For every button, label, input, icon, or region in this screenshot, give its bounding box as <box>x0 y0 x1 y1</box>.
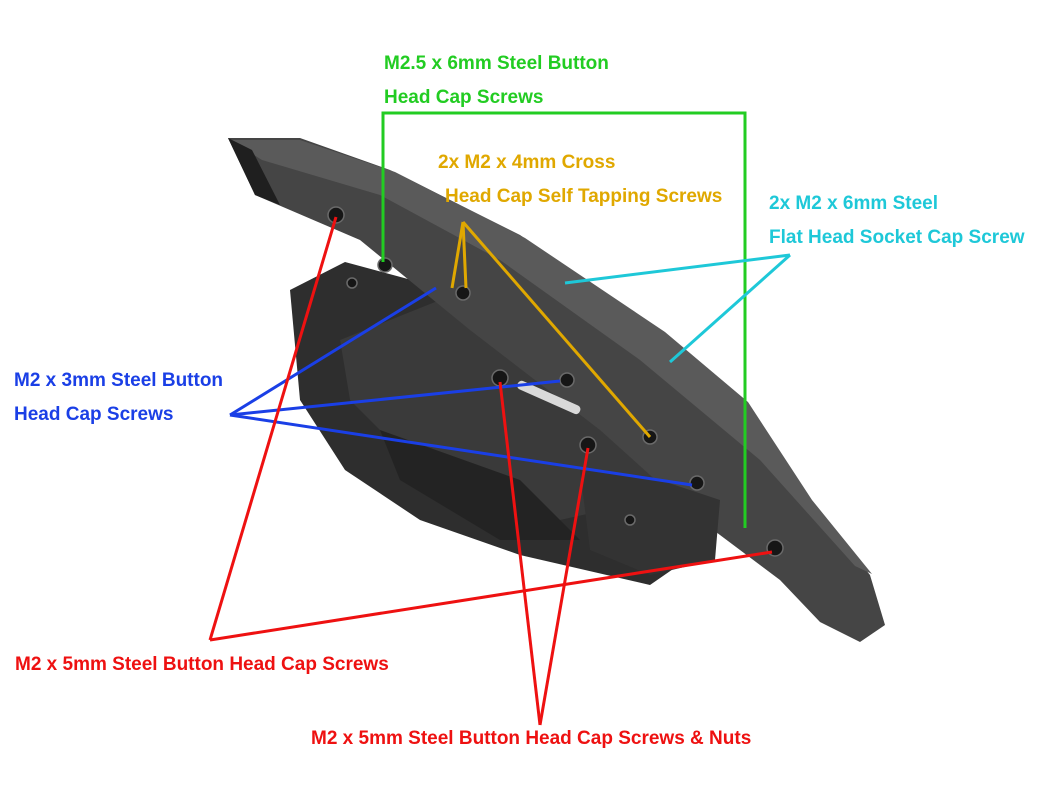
callout-cyan-line2: Flat Head Socket Cap Screw <box>769 227 1025 248</box>
callout-blue-line1: M2 x 3mm Steel Button <box>14 370 224 391</box>
screw-red-1 <box>327 206 345 224</box>
leader-gold <box>450 221 652 438</box>
red-line-2 <box>209 550 773 642</box>
callout-cyan-line1: 2x M2 x 6mm Steel <box>769 193 938 214</box>
red-line-1 <box>208 216 338 641</box>
leader-green <box>381 111 747 528</box>
callout-gold-line2: Head Cap Self Tapping Screws <box>445 186 723 207</box>
mount-plate-shadow <box>380 430 580 540</box>
cyan-line-1 <box>564 253 791 285</box>
callout-red-bottom-label: M2 x 5mm Steel Button Head Cap Screws & … <box>311 722 751 756</box>
callout-green-label: M2.5 x 6mm Steel Button Head Cap Screws <box>384 47 609 115</box>
screw-blue-2 <box>689 475 705 491</box>
gold-line-2 <box>461 221 468 289</box>
blue-line-1 <box>229 286 437 417</box>
screw-green-1 <box>377 257 393 273</box>
side-bracket <box>580 470 720 575</box>
gold-line-1 <box>450 221 465 289</box>
callout-green-line2: Head Cap Screws <box>384 87 544 108</box>
bumper-part <box>228 138 885 642</box>
screw-misc-2 <box>624 514 636 526</box>
red-line-4 <box>538 447 590 726</box>
mount-slot <box>517 380 581 415</box>
callout-cyan-label: 2x M2 x 6mm Steel Flat Head Socket Cap S… <box>769 187 1025 255</box>
blue-line-2 <box>229 379 561 417</box>
callout-blue-label: M2 x 3mm Steel Button Head Cap Screws <box>14 364 223 432</box>
blue-line-3 <box>229 413 693 487</box>
callout-gold-line1: 2x M2 x 4mm Cross <box>438 152 616 173</box>
bumper-end-cap <box>228 138 280 205</box>
callout-red-bottom-text: M2 x 5mm Steel Button Head Cap Screws & … <box>311 728 752 749</box>
leader-red <box>208 216 773 726</box>
green-bracket-line <box>381 111 747 528</box>
screw-gold-1 <box>455 285 471 301</box>
callout-blue-line2: Head Cap Screws <box>14 404 174 425</box>
red-line-3 <box>498 381 542 726</box>
cyan-line-2 <box>669 253 791 364</box>
leader-cyan <box>564 253 791 364</box>
screw-misc-1 <box>346 277 358 289</box>
leader-blue <box>229 286 693 487</box>
callout-green-line1: M2.5 x 6mm Steel Button <box>384 53 609 74</box>
callout-red-left-text: M2 x 5mm Steel Button Head Cap Screws <box>15 654 389 675</box>
screw-blue-1 <box>559 372 575 388</box>
callout-gold-label: 2x M2 x 4mm Cross Head Cap Self Tapping … <box>438 146 722 214</box>
callout-red-left-label: M2 x 5mm Steel Button Head Cap Screws <box>15 648 389 682</box>
gold-line-3 <box>461 221 652 438</box>
